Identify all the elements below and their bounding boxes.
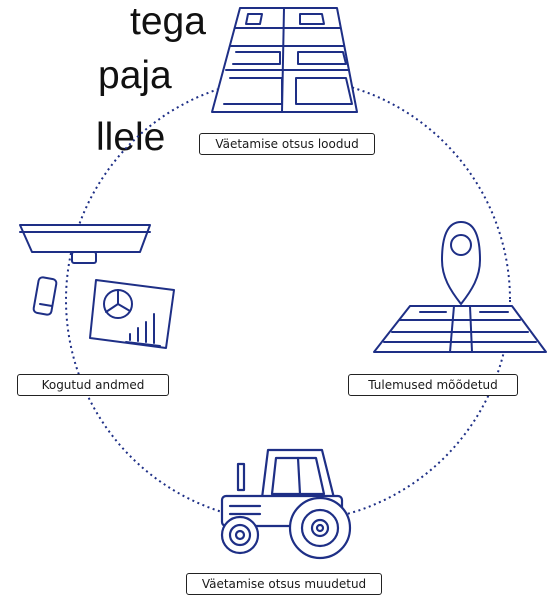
background-text-line-1: tega — [130, 0, 206, 43]
label-results-measured: Tulemused mõõdetud — [348, 374, 518, 396]
location-pin-on-field-icon — [373, 221, 547, 353]
tractor-icon — [220, 448, 352, 560]
label-decision-created: Väetamise otsus loodud — [199, 133, 375, 155]
label-collected-data: Kogutud andmed — [17, 374, 169, 396]
label-decision-changed: Väetamise otsus muudetud — [186, 573, 382, 595]
background-text-line-2: paja — [98, 54, 172, 97]
background-text-line-3: llele — [96, 116, 166, 159]
sensor-phone-dashboard-icon — [19, 224, 175, 349]
field-map-icon — [211, 7, 358, 113]
